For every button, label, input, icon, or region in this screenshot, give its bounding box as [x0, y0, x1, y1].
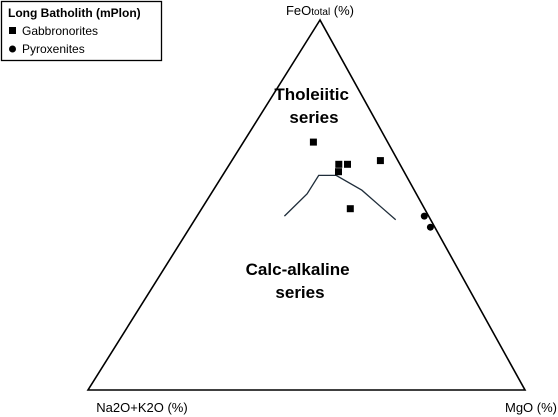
legend-title: Long Batholith (mPlon)	[8, 6, 141, 20]
data-point-gabbronorites-5	[376, 157, 384, 165]
ternary-triangle-outline	[86, 18, 527, 391]
data-point-pyroxenites-1	[420, 212, 428, 220]
apex-label-bottom-left: Na2O+K2O (%)	[96, 400, 187, 415]
region-label-calc-alkaline: Calc-alkaline series	[246, 260, 355, 302]
data-point-gabbronorites-2	[344, 160, 351, 168]
legend-label-pyroxenites: Pyroxenites	[22, 42, 85, 56]
legend-box	[0, 0, 163, 62]
data-point-gabbronorites-6	[346, 205, 354, 213]
data-point-gabbronorites-3	[335, 160, 343, 168]
legend-marker-gabbronorites	[9, 27, 16, 34]
data-point-pyroxenites-2	[426, 223, 434, 231]
region-label-tholeiitic: Tholeiitic series	[274, 85, 353, 127]
legend: Long Batholith (mPlon) Gabbronorites Pyr…	[0, 0, 163, 62]
boundary-curve-layer	[283, 174, 397, 221]
legend-label-gabbronorites: Gabbronorites	[22, 24, 98, 38]
apex-label-top: FeOtotal (%)	[286, 3, 354, 18]
apex-label-bottom-right: MgO (%)	[505, 400, 557, 415]
data-point-gabbronorites-4	[335, 168, 342, 176]
boundary-curve	[283, 174, 397, 221]
data-point-gabbronorites-1	[309, 138, 317, 146]
data-points-layer	[309, 138, 434, 231]
legend-marker-pyroxenites	[9, 45, 16, 53]
